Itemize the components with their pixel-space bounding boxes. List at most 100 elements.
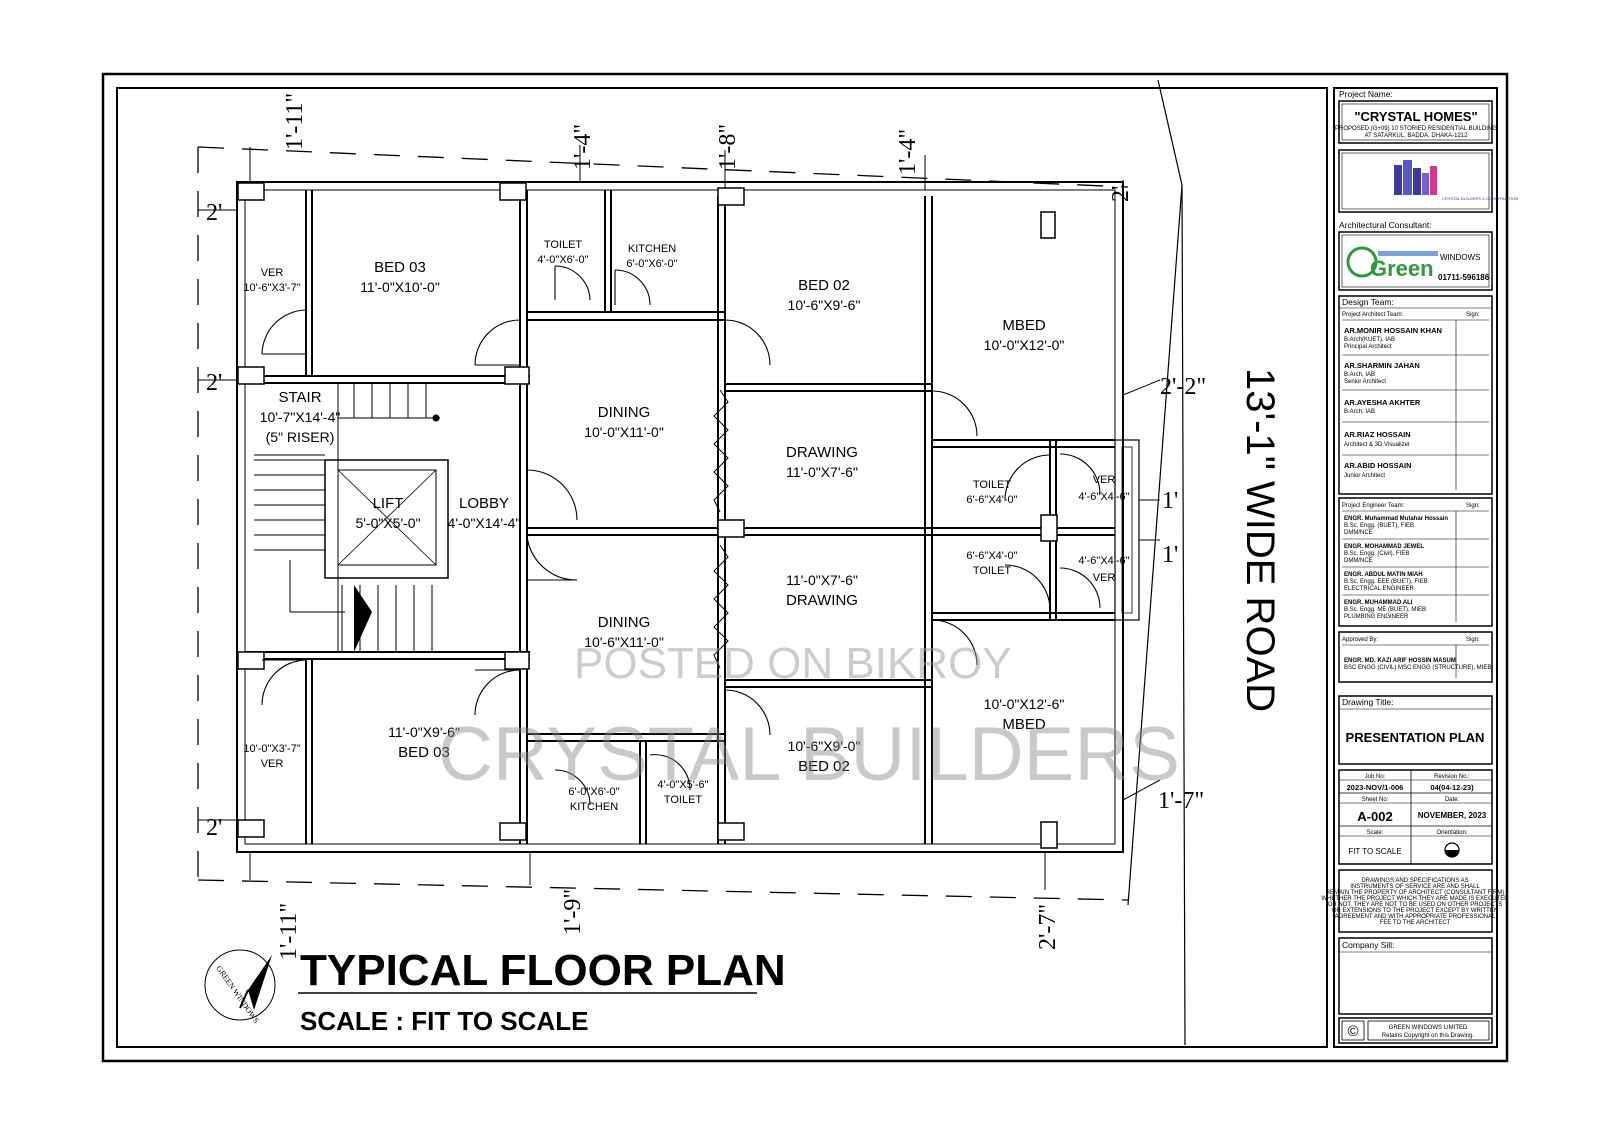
room-dim-mbed-top: 10'-0"X12'-0"	[984, 337, 1065, 353]
room-dim-bed03-bottom: 11'-0"X9'-6"	[388, 724, 460, 740]
room-name-lift: LIFT	[373, 495, 404, 512]
right-balcony	[1114, 439, 1140, 621]
road-width-label: 13'-1" WIDE ROAD	[1238, 368, 1282, 712]
tb-architect-team-label: Project Architect Team:	[1342, 312, 1404, 318]
dimension-lines	[198, 145, 1161, 890]
room-dim-ver-right-top: 4'-6"X4'-6"	[1078, 491, 1129, 503]
tb-revision: 04(04-12-23)	[1430, 783, 1474, 792]
architect-role: Senior Architect	[1344, 379, 1386, 385]
consultant-logo-windows: WINDOWS	[1440, 253, 1480, 262]
engineer-name: ENGR. ABDUL MATIN MIAH	[1344, 572, 1423, 578]
room-name-bed02-top: BED 02	[798, 277, 850, 294]
architect-role: Junior Architect	[1344, 473, 1385, 479]
room-name-toilet-bottom: TOILET	[664, 794, 703, 806]
engineer-role: DMM/NCE	[1344, 558, 1373, 564]
builder-logo-icon	[1394, 160, 1437, 195]
room-name-drawing-top: DRAWING	[786, 444, 858, 461]
tb-note-line: OR EXTENSIONS TO THE PROJECT EXCEPT BY W…	[1332, 908, 1498, 914]
watermark-bikroy: POSTED ON BIKROY	[574, 639, 1012, 688]
room-name-toilet-right-bottom: TOILET	[973, 565, 1012, 577]
tb-sign-label-1: Sign:	[1466, 312, 1480, 318]
stair-marker-icon	[432, 414, 440, 422]
room-name-ver-right-bottom: VER	[1093, 572, 1116, 584]
engineer-credential: B.Sc. Engg. EEE (BUET), FIEB	[1344, 579, 1428, 585]
orientation-compass-icon	[1444, 842, 1460, 858]
architect-credential: B.Arch, IAB	[1344, 372, 1375, 378]
engineer-credential: B.Sc. Engg. (BUET), FIEB	[1344, 523, 1414, 529]
tb-engineer-team-label: Project Engineer Team:	[1342, 503, 1405, 509]
room-dim-toilet-right-top: 6'-6"X4'-0"	[966, 494, 1017, 506]
dim-top-3: 1'-4"	[895, 129, 921, 175]
engineer-credential: B.Sc. Engg. ME (BUET), MIEB	[1344, 607, 1426, 613]
dimension-labels: 1'-11" 1'-4" 1'-8" 1'-4" 2' 2' 2' 2' 2'-…	[206, 93, 1206, 960]
tb-project-sub1: PROPOSED (G+09) 10 STORIED RESIDENTIAL B…	[1335, 126, 1497, 132]
room-name-bed02-bottom: BED 02	[798, 758, 850, 775]
room-dim-bed02-top: 10'-6"X9'-6"	[788, 297, 861, 313]
dim-right-4: 1'-7"	[1158, 788, 1204, 814]
tb-sheet: A-002	[1357, 809, 1392, 824]
room-name-stair: STAIR	[278, 389, 321, 406]
tb-sign-label-3: Sign:	[1466, 637, 1480, 643]
drawing-title: TYPICAL FLOOR PLAN	[300, 946, 786, 995]
room-labels: VER 10'-6"X3'-7" BED 03 11'-0"X10'-0" TO…	[243, 239, 1129, 813]
dim-right-1: 2'-2"	[1160, 374, 1206, 400]
room-dim-dining-top: 10'-0"X11'-0"	[584, 424, 664, 440]
green-windows-logo-icon	[1346, 246, 1438, 278]
tb-note-line: DRAWINGS AND SPECIFICATIONS AS	[1361, 878, 1468, 884]
tb-approved-label: Approved By:	[1342, 637, 1378, 643]
drawing-scale: SCALE : FIT TO SCALE	[300, 1006, 588, 1036]
watermark-crystal-builders: CRYSTAL BUILDERS	[438, 712, 1180, 797]
dim-bottom-1: 1'-9"	[560, 889, 586, 935]
room-dim-drawing-top: 11'-0"X7'-6"	[786, 464, 858, 480]
engineer-credential: B.Sc. Engg. (Civil), FIEB	[1344, 551, 1409, 557]
tb-date-label: Date:	[1445, 797, 1460, 803]
dim-left-1: 2'	[206, 200, 222, 226]
room-dim-bed02-bottom: 10'-6"X9'-0"	[788, 738, 861, 754]
engineer-name: ENGR. MUHAMMAD ALI	[1344, 600, 1413, 606]
tb-scale-label: Scale:	[1367, 830, 1384, 836]
tb-drawing-title-label: Drawing Title:	[1342, 697, 1394, 707]
dim-bottom-left: 1'-11"	[276, 903, 302, 960]
architect-name: AR.RIAZ HOSSAIN	[1344, 430, 1411, 439]
room-name-mbed-top: MBED	[1002, 317, 1046, 334]
room-dim-kitchen-top: 6'-0"X6'-0"	[626, 258, 677, 270]
room-dim-lift: 5'-0"X5'-0"	[355, 515, 420, 531]
room-name-drawing-bottom: DRAWING	[786, 592, 858, 609]
dim-left-2: 2'	[206, 370, 222, 396]
engineer-list: ENGR. Muhammad Mutahar Hossain B.Sc. Eng…	[1342, 516, 1489, 620]
tb-scale: FIT TO SCALE	[1348, 847, 1401, 856]
tb-design-team-label: Design Team:	[1342, 297, 1394, 307]
room-name-ver-tl: VER	[261, 267, 284, 279]
dim-bottom-2: 2'-7"	[1035, 904, 1061, 950]
architect-credential: B.Arch(KUET), IAB	[1344, 337, 1395, 343]
tb-sign-label-2: Sign:	[1466, 503, 1480, 509]
room-dim-toilet-top: 4'-0"X6'-0"	[537, 254, 588, 266]
builder-logo-text: CRYSTAL BUILDERS & CONSTRUCTION	[1442, 196, 1518, 201]
tb-copyright-2: Retains Copyright on this Drawing.	[1382, 1033, 1475, 1039]
folding-partition	[713, 389, 729, 669]
room-name-bed03-bottom: BED 03	[398, 744, 450, 761]
room-dim-lobby: 4'-0"X14'-4"	[448, 515, 521, 531]
room-name-mbed-bottom: MBED	[1002, 716, 1046, 733]
room-name-dining-bottom: DINING	[598, 614, 651, 631]
tb-company-seal-label: Company Sill:	[1342, 940, 1394, 950]
dim-top-2: 1'-8"	[715, 124, 741, 170]
tb-sheet-label: Sheet No:	[1362, 797, 1389, 803]
room-dim-ver-tl: 10'-6"X3'-7"	[243, 282, 300, 294]
dim-left-3: 2'	[206, 815, 222, 841]
tb-project-label: Project Name:	[1339, 89, 1393, 99]
tb-drawing-title: PRESENTATION PLAN	[1346, 730, 1485, 745]
room-name-dining-top: DINING	[598, 404, 651, 421]
tb-revision-label: Revision No.:	[1434, 774, 1470, 780]
room-name-bed03-top: BED 03	[374, 259, 426, 276]
outer-frame	[101, 72, 1509, 1063]
tb-note-line: FEE TO THE ARCHITECT	[1380, 920, 1451, 926]
consultant-logo-green: Green	[1370, 256, 1434, 281]
lift-shaft	[324, 459, 449, 579]
room-dim-ver-bl: 10'-0"X3'-7"	[243, 743, 300, 755]
tb-project-name: "CRYSTAL HOMES"	[1354, 109, 1477, 124]
title-block-frame	[1333, 87, 1498, 1048]
room-name-toilet-top: TOILET	[544, 239, 583, 251]
copyright-icon: ©	[1347, 1023, 1358, 1040]
road-edge	[1127, 79, 1186, 1046]
